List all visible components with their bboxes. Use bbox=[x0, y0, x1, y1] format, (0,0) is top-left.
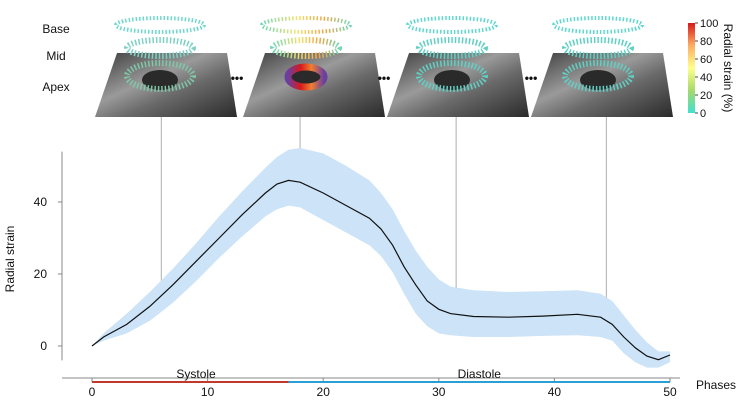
colorbar-tick-label: 20 bbox=[700, 90, 712, 102]
level-label-base: Base bbox=[42, 22, 70, 36]
colorbar-tick-label: 60 bbox=[700, 54, 712, 66]
base-ring bbox=[552, 16, 644, 34]
level-label-apex: Apex bbox=[42, 80, 69, 94]
base-ring bbox=[114, 16, 206, 34]
heart-snapshots bbox=[95, 16, 673, 117]
ventricle-cavity bbox=[142, 70, 178, 90]
colorbar-tick-label: 0 bbox=[700, 108, 706, 120]
apex-ring bbox=[562, 60, 634, 92]
strain-confidence-band bbox=[92, 148, 670, 368]
ellipsis-1: ••• bbox=[231, 71, 244, 85]
cardiac-phase-bar: Systole Diastole bbox=[92, 367, 670, 383]
mid-ring bbox=[124, 37, 196, 59]
x-tick-label: 20 bbox=[317, 385, 331, 399]
colorbar-tick-label: 80 bbox=[700, 36, 712, 48]
x-tick-label: 30 bbox=[432, 385, 446, 399]
y-tick-label: 0 bbox=[40, 339, 47, 353]
x-tick-label: 10 bbox=[201, 385, 215, 399]
systole-label: Systole bbox=[176, 367, 216, 381]
y-axis-label: Radial strain bbox=[3, 226, 17, 293]
x-axis-label: Phases bbox=[696, 378, 736, 392]
snapshot-1 bbox=[95, 16, 237, 117]
apex-ring bbox=[416, 60, 488, 92]
x-tick-label: 50 bbox=[663, 385, 677, 399]
snapshot-2 bbox=[243, 16, 385, 117]
ventricle-cavity bbox=[580, 70, 616, 90]
mid-ring bbox=[416, 37, 488, 59]
level-label-mid: Mid bbox=[46, 49, 65, 63]
mid-ring bbox=[562, 37, 634, 59]
y-tick-label: 20 bbox=[34, 267, 48, 281]
diastole-label: Diastole bbox=[458, 367, 502, 381]
x-tick-label: 40 bbox=[548, 385, 562, 399]
colorbar-tick-label: 40 bbox=[700, 72, 712, 84]
ventricle-cavity bbox=[434, 70, 470, 90]
apex-ring bbox=[284, 63, 328, 91]
ellipsis-2: ••• bbox=[378, 71, 391, 85]
ellipsis-3: ••• bbox=[525, 71, 538, 85]
y-axis: 0 20 40 Radial strain bbox=[3, 151, 63, 361]
apex-ring bbox=[124, 60, 196, 92]
y-ticks: 0 20 40 bbox=[34, 195, 62, 353]
colorbar-gradient bbox=[688, 23, 695, 113]
snapshot-3 bbox=[387, 16, 529, 117]
mid-ring bbox=[270, 37, 342, 59]
base-ring bbox=[406, 16, 498, 34]
mean-strain-line bbox=[91, 179, 671, 361]
colorbar-ticks: 100 80 60 40 20 0 bbox=[695, 18, 718, 120]
y-tick-label: 40 bbox=[34, 195, 48, 209]
x-axis: 0 10 20 30 40 50 Phases bbox=[62, 377, 736, 399]
colorbar: 100 80 60 40 20 0 Radial strain (%) bbox=[688, 18, 735, 120]
snapshot-4 bbox=[531, 16, 673, 117]
x-tick-label: 0 bbox=[89, 385, 96, 399]
base-ring bbox=[260, 16, 352, 34]
snapshot-guide-lines bbox=[160, 117, 608, 321]
colorbar-label: Radial strain (%) bbox=[721, 24, 735, 113]
colorbar-tick-label: 100 bbox=[700, 18, 718, 30]
